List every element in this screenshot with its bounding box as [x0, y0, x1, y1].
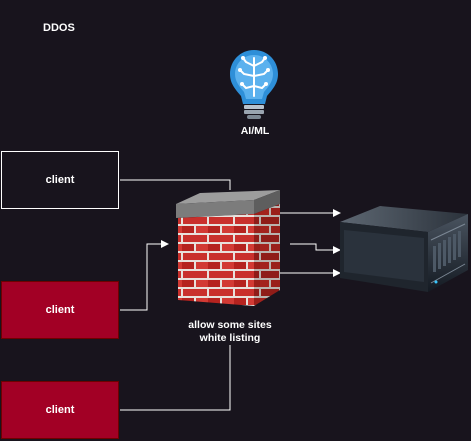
client-box-3[interactable]: client	[1, 381, 119, 439]
connectors	[120, 179, 341, 411]
ai-ml-label: AI/ML	[240, 125, 270, 137]
firewall-caption-line-2: white listing	[199, 332, 261, 344]
connector-firewall-server-2	[290, 243, 341, 254]
connector-client3-firewall	[120, 345, 231, 411]
diagram-title: DDOS	[43, 22, 75, 34]
firewall-caption: allow some sites white listing	[170, 319, 290, 345]
connector-client1-firewall	[120, 179, 231, 190]
client-label: client	[45, 304, 75, 316]
lightbulb-brain-icon	[230, 50, 278, 119]
client-box-1[interactable]: client	[1, 151, 119, 209]
brick-firewall-icon	[176, 190, 280, 306]
connector-client2-firewall	[120, 240, 169, 311]
firewall-caption-line-1: allow some sites	[188, 319, 272, 331]
client-label: client	[45, 404, 75, 416]
rack-server-icon	[340, 206, 468, 292]
client-label: client	[45, 174, 75, 186]
client-box-2[interactable]: client	[1, 281, 119, 339]
